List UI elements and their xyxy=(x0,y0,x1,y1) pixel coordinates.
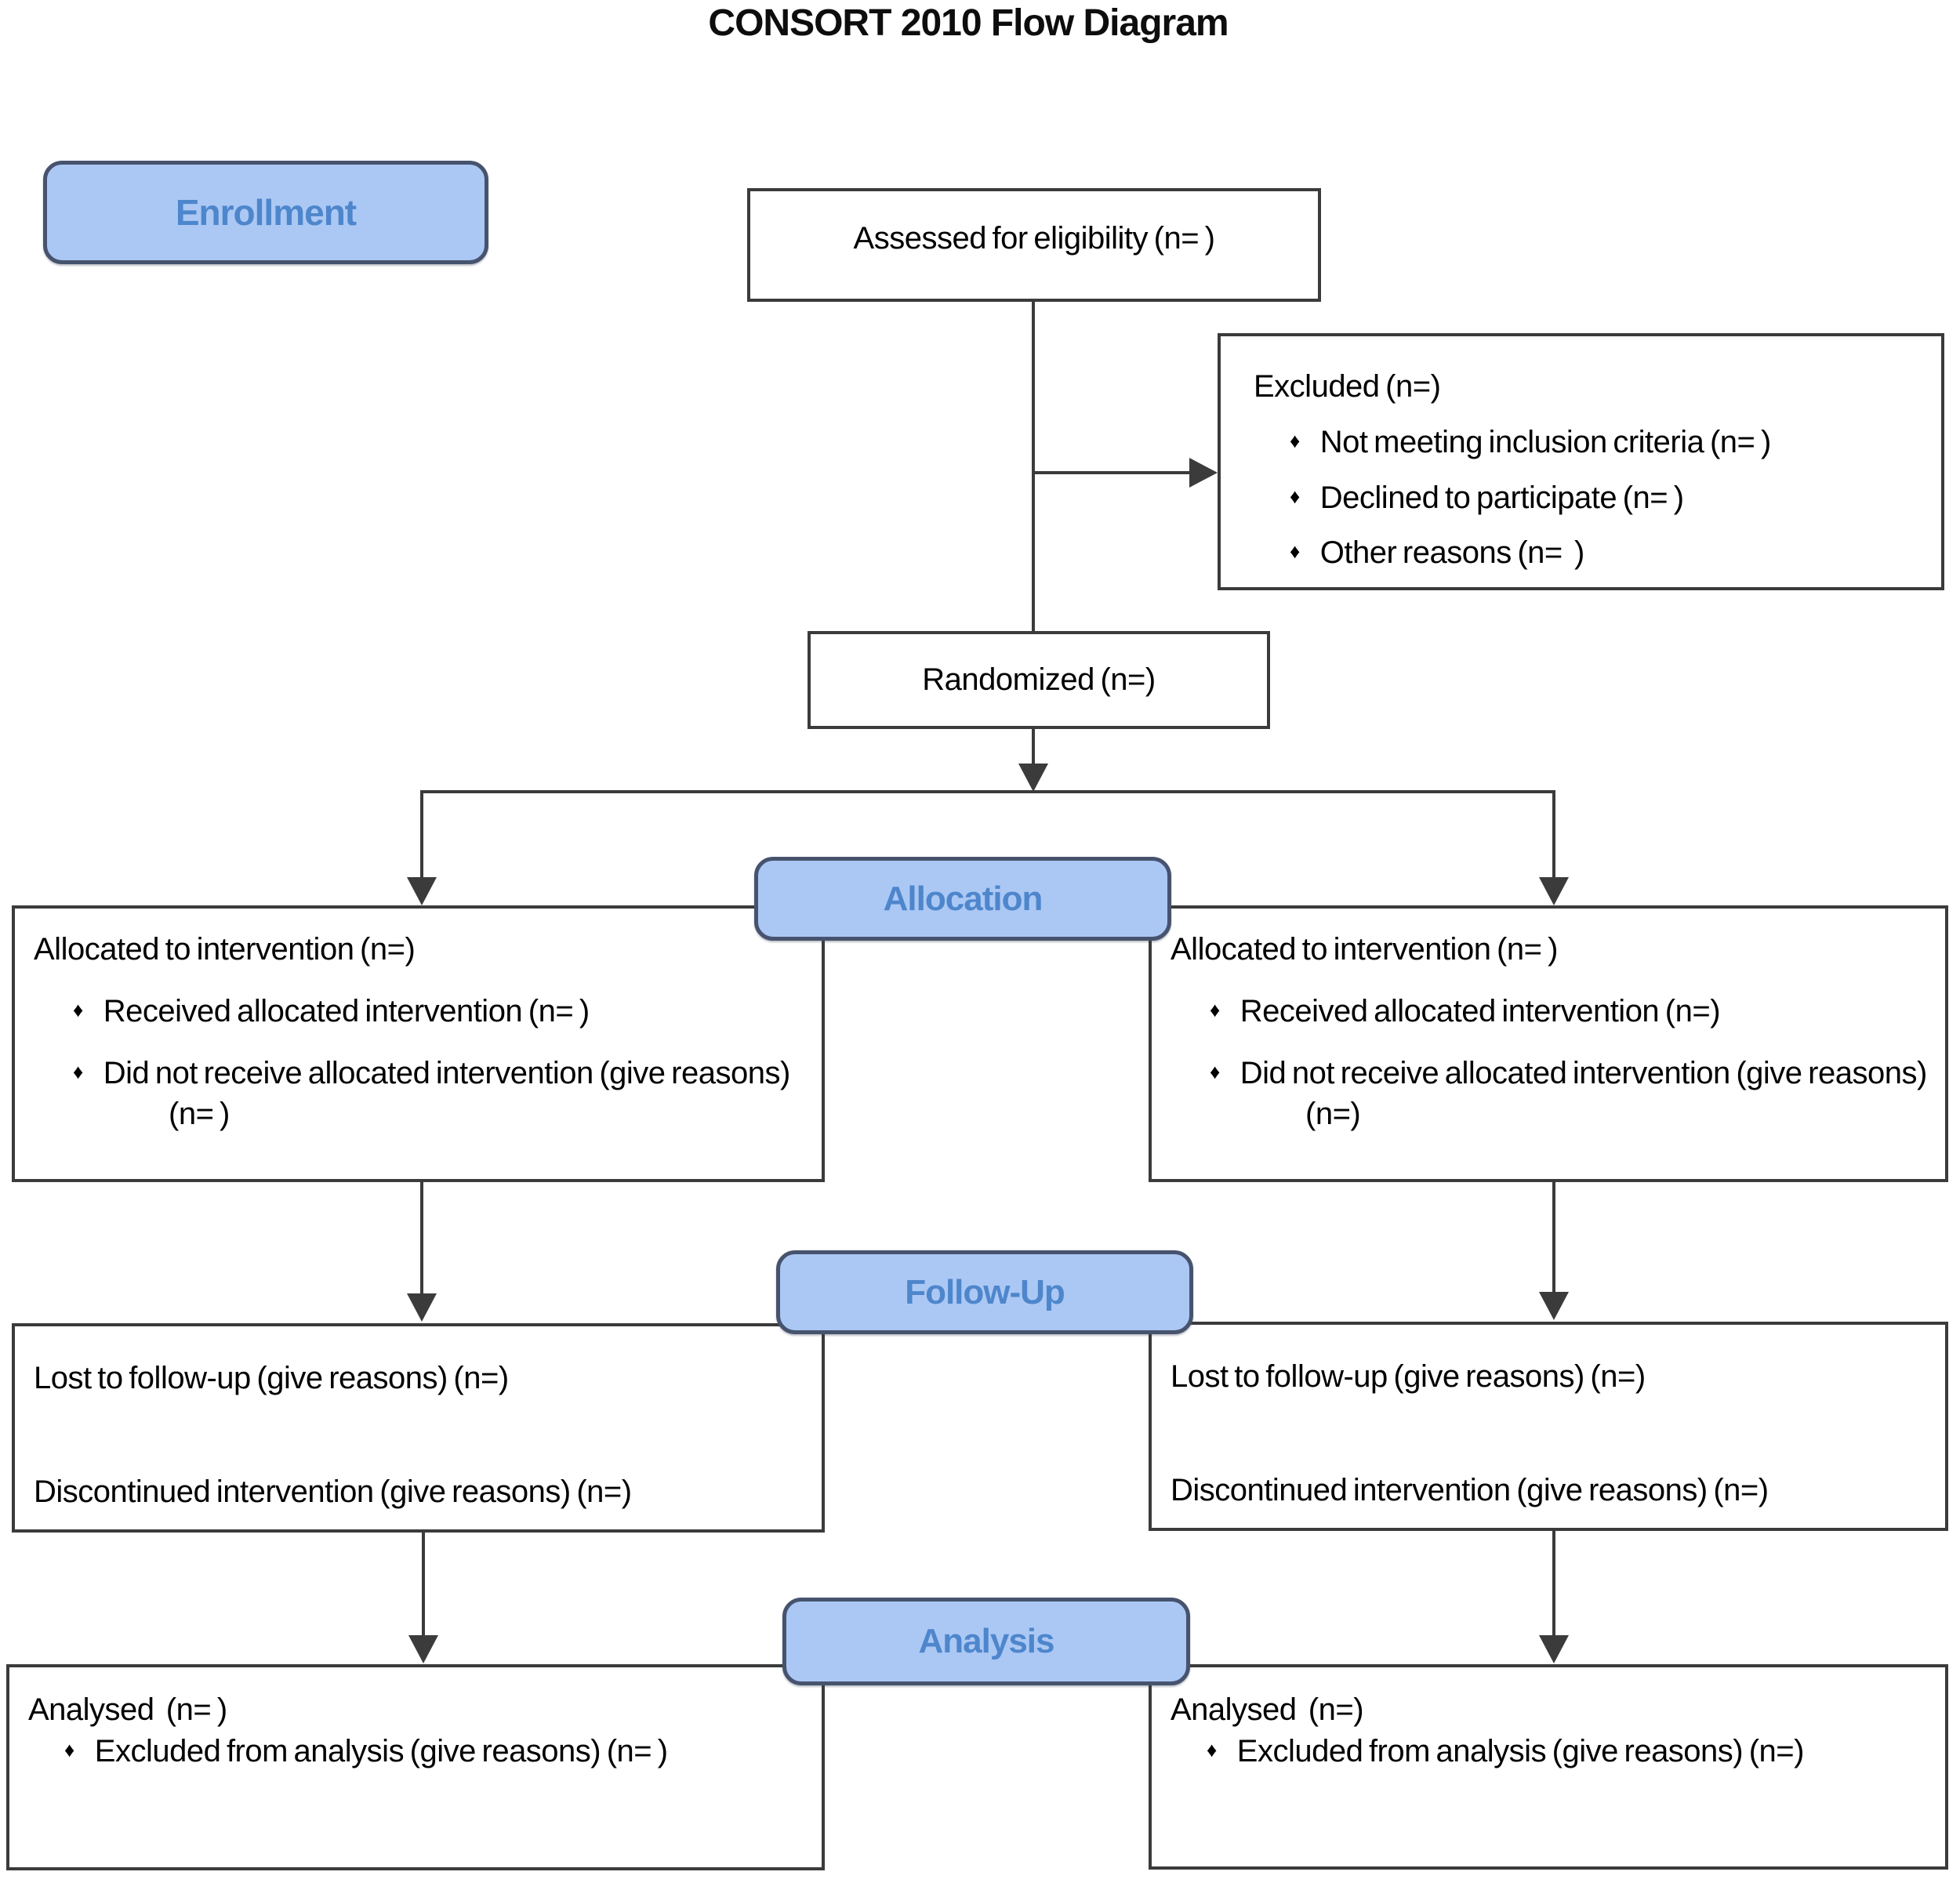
box-allocated-left: Allocated to intervention (n=) Received … xyxy=(12,905,825,1182)
followup-left-line: Discontinued intervention (give reasons)… xyxy=(34,1474,632,1509)
arrowhead-into-followup-right xyxy=(1539,1292,1569,1320)
connector-randomized-to-split xyxy=(1032,729,1035,765)
arrowhead-into-analysis-left xyxy=(408,1635,438,1663)
randomized-text: Randomized (n=) xyxy=(922,662,1156,698)
connector-branch-to-excluded xyxy=(1033,471,1190,474)
connector-allocated-to-followup-right xyxy=(1552,1182,1555,1295)
allocated-left-bullet: Did not receive allocated intervention (… xyxy=(34,1053,809,1136)
box-analysed-right: Analysed (n=) Excluded from analysis (gi… xyxy=(1149,1664,1948,1870)
allocated-left-bullet: Received allocated intervention (n= ) xyxy=(34,991,809,1032)
arrowhead-into-followup-left xyxy=(407,1293,437,1322)
arrowhead-into-allocated-right xyxy=(1539,877,1569,905)
arrowhead-into-excluded xyxy=(1189,458,1218,488)
excluded-title: Excluded (n=) xyxy=(1254,369,1441,404)
arrowhead-into-split xyxy=(1018,764,1048,792)
box-allocated-right: Allocated to intervention (n= ) Received… xyxy=(1149,905,1948,1182)
box-randomized: Randomized (n=) xyxy=(808,631,1270,729)
stage-label-followup: Follow-Up xyxy=(905,1272,1065,1311)
stage-label-enrollment: Enrollment xyxy=(175,192,357,233)
stage-pill-analysis: Analysis xyxy=(782,1598,1190,1685)
stage-label-allocation: Allocation xyxy=(883,879,1044,918)
followup-left-line: Lost to follow-up (give reasons) (n=) xyxy=(34,1361,509,1395)
excluded-bullet: Declined to participate (n= ) xyxy=(1254,477,1922,519)
allocated-right-title: Allocated to intervention (n= ) xyxy=(1171,932,1558,967)
followup-right-line: Discontinued intervention (give reasons)… xyxy=(1171,1472,1769,1507)
excluded-bullet: Not meeting inclusion criteria (n= ) xyxy=(1254,422,1922,463)
connector-split-to-allocated-left xyxy=(420,790,423,878)
box-analysed-left: Analysed (n= ) Excluded from analysis (g… xyxy=(6,1664,825,1870)
box-followup-left: Lost to follow-up (give reasons) (n=) Di… xyxy=(12,1323,825,1533)
stage-pill-allocation: Allocation xyxy=(754,857,1171,941)
box-assessed-for-eligibility: Assessed for eligibility (n= ) xyxy=(747,188,1321,302)
arrowhead-into-analysis-right xyxy=(1539,1635,1569,1663)
analysed-right-title: Analysed (n=) xyxy=(1171,1692,1364,1727)
analysed-right-bullet: Excluded from analysis (give reasons) (n… xyxy=(1171,1731,1933,1772)
allocated-right-bullet: Did not receive allocated intervention (… xyxy=(1171,1053,1933,1136)
stage-pill-followup: Follow-Up xyxy=(776,1250,1193,1334)
connector-followup-to-analysis-right xyxy=(1552,1531,1555,1638)
allocated-left-title: Allocated to intervention (n=) xyxy=(34,932,416,967)
assessed-text: Assessed for eligibility (n= ) xyxy=(853,221,1215,256)
connector-split-to-allocated-right xyxy=(1552,790,1555,878)
excluded-bullet: Other reasons (n= ) xyxy=(1254,532,1922,574)
arrowhead-into-allocated-left xyxy=(407,877,437,905)
connector-followup-to-analysis-left xyxy=(422,1533,425,1638)
stage-label-analysis: Analysis xyxy=(918,1622,1055,1660)
analysed-left-title: Analysed (n= ) xyxy=(28,1692,227,1727)
box-followup-right: Lost to follow-up (give reasons) (n=) Di… xyxy=(1149,1322,1948,1531)
box-excluded: Excluded (n=) Not meeting inclusion crit… xyxy=(1218,333,1944,590)
diagram-title: CONSORT 2010 Flow Diagram xyxy=(708,2,1229,44)
connector-assessed-to-randomized xyxy=(1032,302,1035,631)
stage-pill-enrollment: Enrollment xyxy=(43,161,488,264)
allocated-right-bullet: Received allocated intervention (n=) xyxy=(1171,991,1933,1032)
followup-right-line: Lost to follow-up (give reasons) (n=) xyxy=(1171,1359,1646,1394)
connector-allocated-to-followup-left xyxy=(420,1182,423,1295)
analysed-left-bullet: Excluded from analysis (give reasons) (n… xyxy=(28,1731,809,1772)
connector-split-line xyxy=(420,790,1555,793)
